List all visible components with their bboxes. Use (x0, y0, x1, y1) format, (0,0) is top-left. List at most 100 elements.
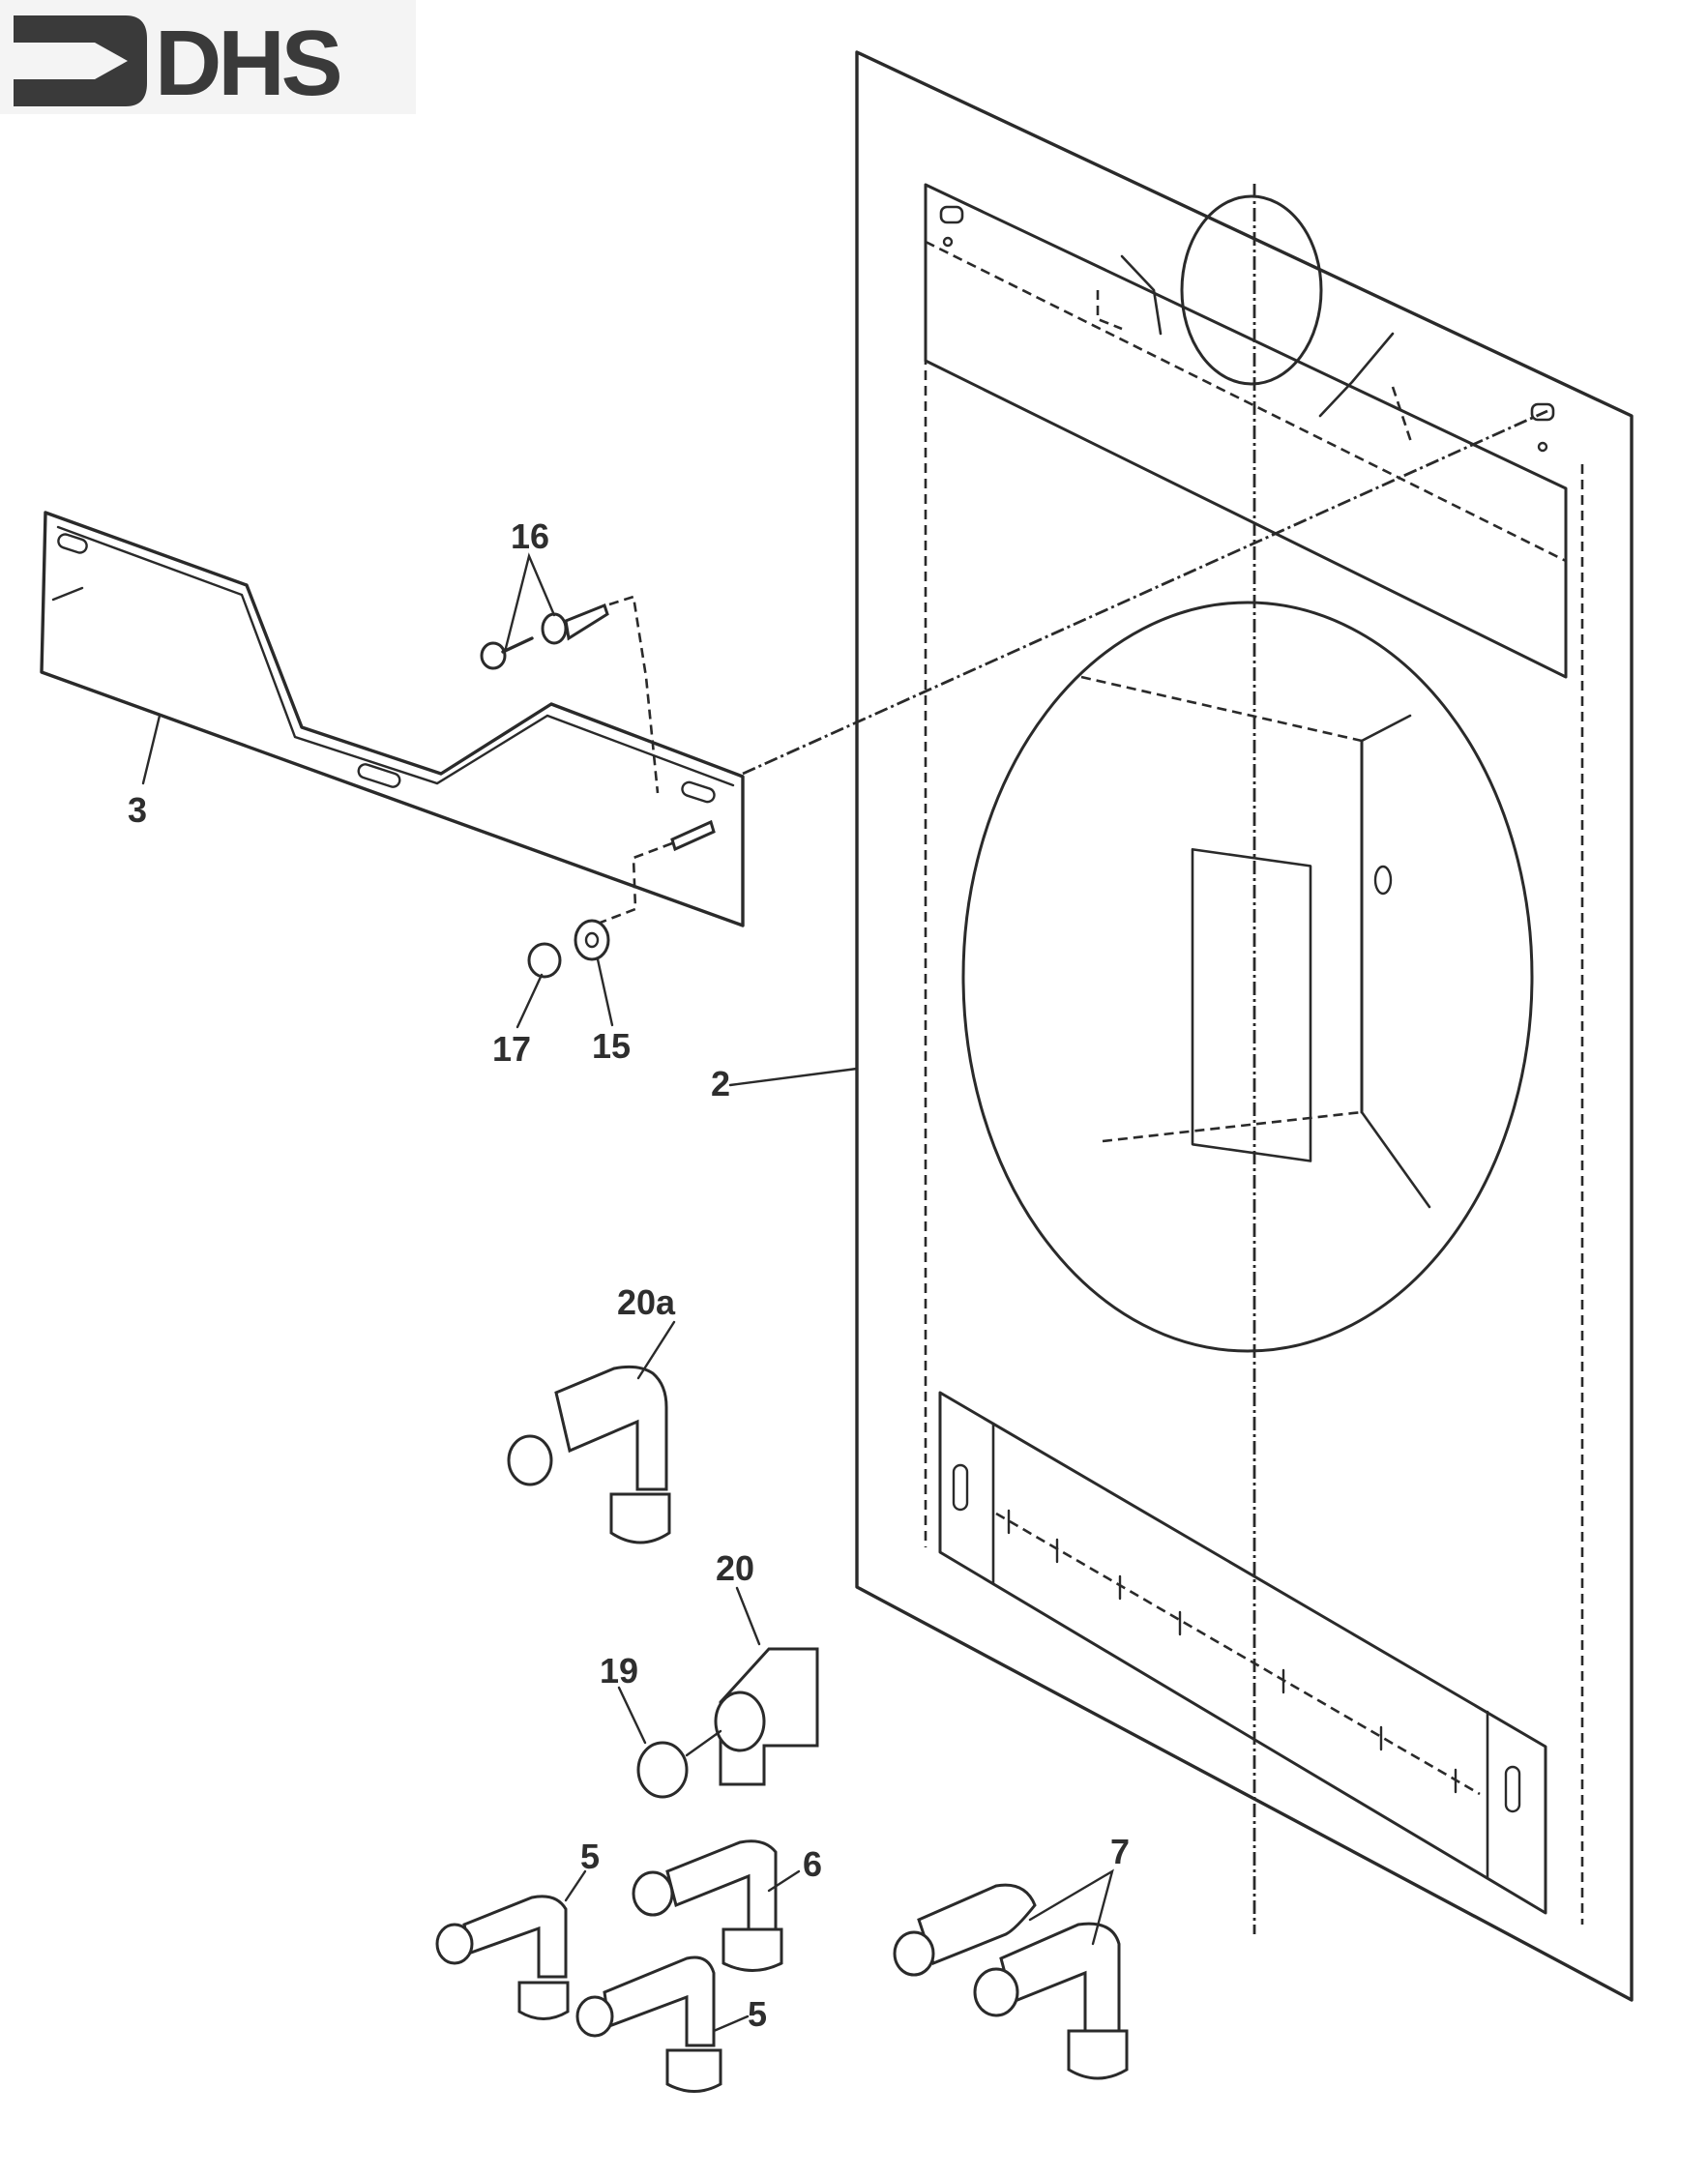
callout-20: 20 (716, 1548, 754, 1588)
nut-assembly-line (589, 841, 673, 928)
bracket-right-slot (681, 780, 716, 804)
leader-2 (728, 1067, 859, 1087)
top-right-hole (1537, 441, 1548, 453)
fitting-5-lower-body (603, 1955, 716, 2047)
wall-template-panel (855, 50, 1634, 2002)
bracket-fold-line (56, 525, 735, 787)
bracket-left-stud (51, 586, 84, 602)
top-left-hole (942, 236, 954, 248)
fitting-6-body (665, 1839, 778, 1931)
fitting-7-front-body (999, 1922, 1121, 2033)
washer-hole (584, 931, 600, 949)
fitting-20a-body (554, 1365, 668, 1491)
detail-circle (961, 601, 1534, 1353)
leader-20 (735, 1586, 761, 1646)
leader-19 (617, 1686, 647, 1745)
arrow-bracket-icon: DHS (14, 12, 344, 114)
callout-2: 2 (711, 1064, 730, 1103)
fitting-7-back-body (917, 1883, 1037, 1965)
top-flue-circle (1180, 194, 1323, 386)
logo-arrow-shape (14, 15, 147, 106)
detail-top-corner (1360, 714, 1412, 743)
callout-3: 3 (128, 790, 147, 830)
fitting-20a-thread (507, 1434, 553, 1486)
washer-part (574, 919, 610, 961)
fitting-20a (507, 1365, 671, 1544)
fitting-5-upper (435, 1895, 570, 2020)
top-bracket-notch-right (1391, 386, 1414, 446)
leader-16 (503, 552, 556, 654)
fitting-6-thread (632, 1870, 674, 1917)
fitting-20-port (714, 1691, 766, 1752)
top-bracket-step-left (1120, 254, 1163, 336)
plug-assembly-line (608, 595, 660, 794)
leader-15 (596, 957, 614, 1027)
callout-5-lower: 5 (748, 1994, 767, 2034)
screw-shank (501, 636, 534, 654)
mounting-bracket-part (40, 511, 745, 927)
leader-5-upper (564, 1869, 587, 1902)
fitting-5-upper-thread (435, 1923, 474, 1965)
top-bracket-notch-left (1096, 290, 1123, 331)
leader-6 (767, 1869, 801, 1893)
bracket-stud (670, 819, 716, 852)
bottom-connection-strip (938, 1391, 1547, 1915)
detail-top-edge (1080, 675, 1363, 743)
fitting-6-nut (721, 1927, 783, 1972)
callout-16: 16 (511, 516, 549, 556)
leader-20a (636, 1320, 676, 1380)
detail-bottom-edge (1102, 1110, 1363, 1143)
fitting-5-lower-thread (575, 1995, 614, 2038)
fitting-6 (632, 1839, 783, 1972)
leader-lines (141, 552, 1114, 2033)
bottom-left-slot (952, 1463, 969, 1512)
callout-17: 17 (492, 1029, 531, 1069)
callout-labels: 2 3 5 5 6 7 15 16 17 19 20 20a (128, 516, 1130, 2034)
connection-ticks (1007, 1509, 1458, 1794)
fitting-7-nut (1067, 2029, 1129, 2080)
bracket-alignment-line (742, 409, 1548, 776)
callout-19: 19 (600, 1651, 638, 1691)
bottom-connection-axis (995, 1512, 1481, 1796)
detail-bottom-corner (1360, 1110, 1431, 1209)
bracket-left-slot (57, 533, 88, 554)
fasteners-group (480, 595, 716, 979)
top-bracket-outline (924, 183, 1568, 679)
bottom-right-slot (1504, 1765, 1521, 1813)
fitting-20 (636, 1647, 819, 1799)
leader-7 (1028, 1868, 1114, 1946)
top-right-slot (1530, 402, 1555, 422)
top-left-slot (939, 205, 964, 224)
template-outer-border (855, 50, 1634, 2002)
dhs-logo: DHS (0, 0, 416, 114)
leader-17 (515, 973, 544, 1029)
leader-5-lower (712, 2014, 750, 2033)
nut-part (527, 942, 562, 979)
leader-3 (141, 714, 162, 785)
fitting-5-upper-body (462, 1895, 568, 1979)
top-bracket-hidden-line (925, 240, 1567, 563)
fitting-7-back-thread (893, 1930, 935, 1977)
logo-brand-text: DHS (155, 12, 340, 114)
callout-20a: 20a (617, 1282, 676, 1322)
fitting-5-upper-nut (517, 1981, 570, 2020)
fitting-20a-nut (609, 1492, 671, 1544)
callout-15: 15 (592, 1026, 631, 1066)
fitting-19-axis (685, 1729, 722, 1757)
callout-5-upper: 5 (580, 1837, 600, 1876)
callout-6: 6 (803, 1844, 822, 1884)
detail-mounting-plate (1191, 847, 1312, 1162)
wall-plug-body (564, 603, 609, 641)
screw-head (480, 641, 507, 670)
fitting-7-front-thread (973, 1967, 1019, 2017)
wall-plug-head (541, 612, 568, 645)
bracket-outline (40, 511, 745, 927)
fitting-5-lower (575, 1955, 722, 2093)
bracket-center-slot (357, 763, 401, 788)
callout-7: 7 (1110, 1832, 1130, 1871)
fitting-7-pair (893, 1883, 1129, 2080)
fitting-19-insert (636, 1741, 689, 1799)
fitting-5-lower-nut (665, 2048, 722, 2093)
detail-hook-hole (1373, 865, 1393, 896)
